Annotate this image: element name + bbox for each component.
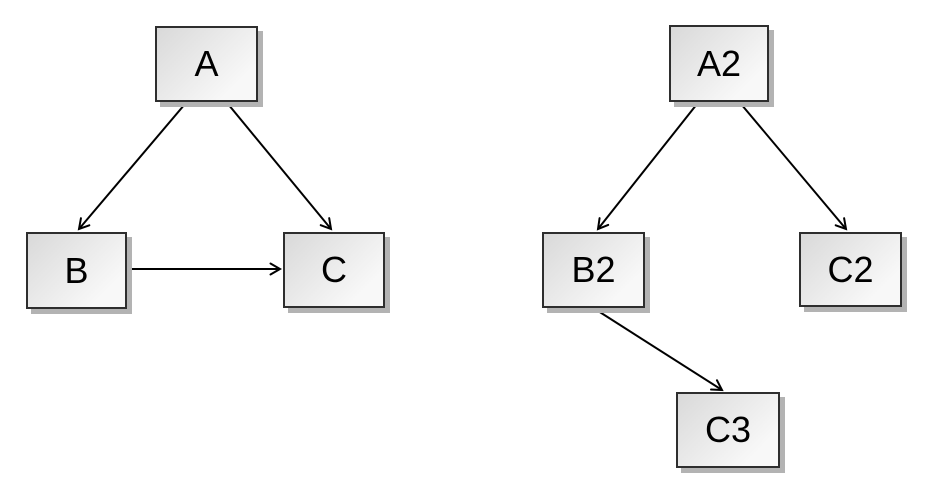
node-label-B2: B2 [571, 249, 616, 290]
node-label-C3: C3 [704, 409, 752, 450]
node-label-C: C [321, 249, 347, 290]
node-C3[interactable]: C3 [676, 392, 780, 468]
node-A2[interactable]: A2 [669, 25, 769, 102]
edges-group [77, 103, 848, 392]
node-label-A: A [194, 43, 219, 84]
edge-A2-C2 [740, 103, 848, 231]
node-C2[interactable]: C2 [799, 232, 902, 307]
node-label-A2: A2 [696, 42, 742, 84]
node-B[interactable]: B [26, 232, 127, 309]
node-label-C2: C2 [827, 248, 874, 290]
node-label-B: B [64, 249, 89, 291]
edge-A2-B2 [596, 103, 698, 231]
node-C[interactable]: C [283, 232, 385, 308]
node-A[interactable]: A [155, 26, 258, 102]
edge-A-B [77, 103, 186, 231]
edge-A-C [227, 103, 333, 231]
edge-B2-C3 [594, 308, 724, 392]
node-B2[interactable]: B2 [542, 232, 645, 308]
